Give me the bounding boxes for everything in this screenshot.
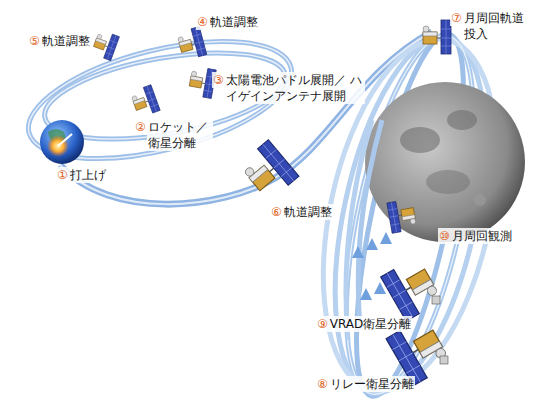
sub-satellite [432, 296, 440, 304]
earth [40, 120, 84, 164]
callout-number: ⑨ [316, 316, 329, 332]
satellite-icon [238, 140, 299, 202]
step-label: 打上げ [69, 167, 107, 183]
earth-globe [40, 120, 84, 164]
step-label: 太陽電池パドル展開／ ハイゲインアンテナ展開 [225, 72, 365, 104]
callout-number: ④ [196, 14, 209, 30]
moon [365, 82, 525, 242]
moon-disc [365, 82, 525, 242]
mare [426, 170, 470, 194]
satellite-icon [381, 256, 443, 321]
satellite-icon [91, 30, 119, 61]
arrowhead [360, 288, 372, 300]
callout-number: ⑤ [28, 33, 41, 49]
orbit-arrows [352, 232, 392, 300]
step-label: VRAD衛星分離 [329, 316, 413, 332]
callout-number: ⑩ [438, 228, 451, 244]
step-label: 軌道調整 [209, 14, 259, 30]
callout-number: ⑥ [270, 204, 283, 220]
crater [474, 194, 486, 206]
step-label: 軌道調整 [41, 33, 91, 49]
arrowhead [380, 232, 392, 244]
satellite-icon [387, 199, 417, 234]
satellite-icon [423, 20, 451, 54]
sub-satellite [440, 356, 448, 364]
arrowhead [366, 238, 378, 250]
callout-number: ⑧ [316, 376, 329, 392]
step-label: ロケット／ 衛星分離 [147, 119, 213, 151]
callout-number: ① [56, 167, 69, 183]
satellite-icon [130, 85, 160, 118]
callout-number: ⑦ [450, 10, 463, 26]
mare [447, 110, 477, 130]
arrowhead [352, 246, 364, 258]
callout-number: ② [134, 119, 147, 135]
lunar-orbit-front [346, 120, 382, 340]
orbit-band [346, 120, 372, 340]
crater [395, 185, 405, 195]
mare [400, 127, 440, 153]
step-label: 月周回観測 [451, 228, 513, 244]
callout-number: ③ [212, 72, 225, 88]
step-label: リレー衛星分離 [329, 376, 415, 392]
step-label: 月周回軌道 投入 [463, 10, 531, 42]
step-label: 軌道調整 [283, 204, 333, 220]
spacecraft [91, 20, 452, 386]
rocket-plume [58, 134, 72, 146]
satellite-icon [176, 27, 206, 61]
